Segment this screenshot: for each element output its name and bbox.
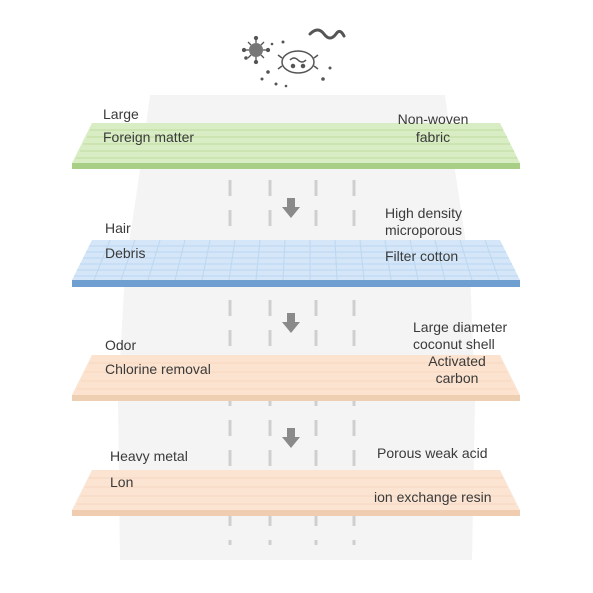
flow-dashes (228, 150, 356, 545)
layer-3-left-bottom-label: Chlorine removal (105, 361, 211, 377)
virus-icon (241, 35, 271, 65)
worm-icon (308, 28, 346, 40)
layer-4-ion-exchange-resin (72, 470, 520, 516)
bacteria-icon (277, 50, 319, 74)
layer-2-right-label-line2: microporous (385, 222, 463, 238)
layer-1-right-label-line1: Non-woven (397, 111, 469, 127)
arrow-down-icon (282, 428, 300, 448)
particle-dots (244, 40, 332, 88)
layer-3-activated-carbon (72, 355, 520, 401)
layer-2-filter-cotton (72, 239, 520, 287)
layer-1-left-top-label: Large (103, 106, 139, 122)
layer-4-right-top-label: Porous weak acid (377, 445, 488, 461)
background-silhouette (118, 95, 475, 560)
layer-1-right-label-line2: fabric (415, 129, 451, 145)
layer-1-non-woven (72, 123, 520, 169)
arrow-down-icon (282, 198, 300, 218)
layer-2-right-label-line1: High density (385, 205, 463, 221)
arrow-down-icon (282, 313, 300, 333)
layer-3-right-sub-line1: Activated (428, 353, 486, 369)
layer-4-left-top-label: Heavy metal (110, 448, 188, 464)
layer-3-right-sub-line2: carbon (435, 370, 479, 386)
layer-4-right-bottom-label: ion exchange resin (374, 489, 492, 505)
layer-3-left-top-label: Odor (105, 337, 137, 353)
layer-2-left-top-label: Hair (105, 220, 131, 236)
layer-2-right-bottom-label: Filter cotton (385, 248, 459, 264)
layer-3-right-label-line2: coconut shell (413, 336, 495, 352)
layer-4-left-bottom-label: Lon (110, 474, 134, 490)
layer-2-left-bottom-label: Debris (105, 245, 146, 261)
layer-1-left-bottom-label: Foreign matter (103, 129, 195, 145)
layer-3-right-label-line1: Large diameter (413, 319, 508, 335)
